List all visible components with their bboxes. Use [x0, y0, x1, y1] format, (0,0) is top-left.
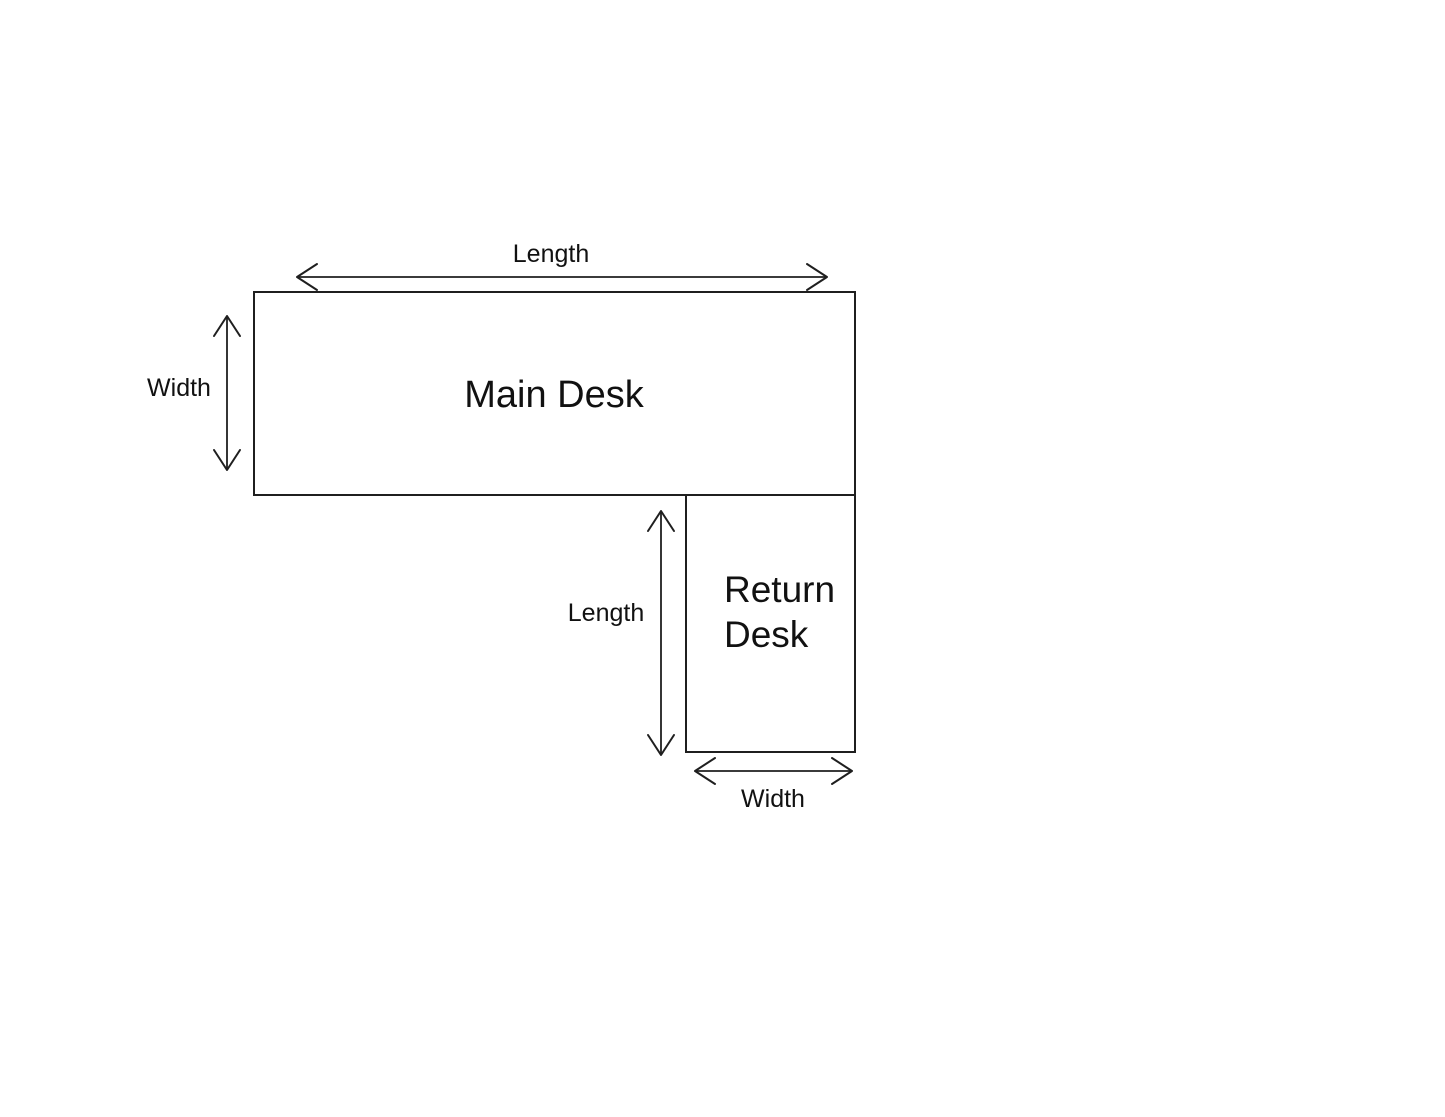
return-desk-width-label: Width	[741, 785, 805, 813]
main-desk-rectangle	[253, 291, 856, 496]
main-desk-width-label: Width	[147, 374, 211, 402]
main-desk-length-label: Length	[513, 240, 589, 268]
main-desk-label: Main Desk	[464, 374, 644, 416]
return-desk-rectangle	[685, 494, 856, 753]
return-desk-length-label: Length	[568, 599, 644, 627]
return-desk-label-line2: Desk	[724, 614, 809, 655]
return-desk-label-line1: Return	[724, 569, 835, 610]
